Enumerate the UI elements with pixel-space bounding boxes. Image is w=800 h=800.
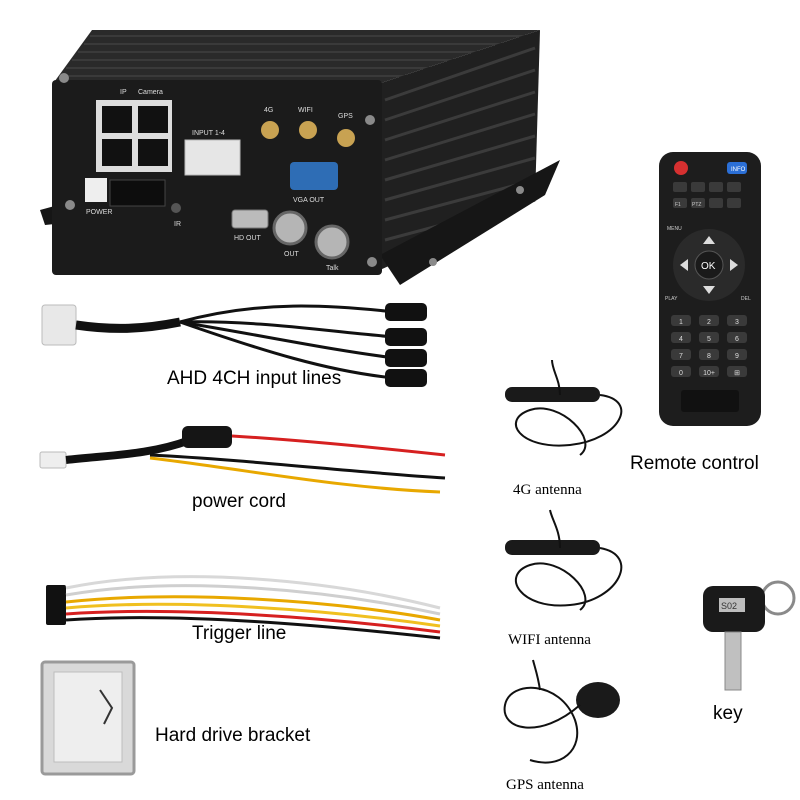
camera-port (138, 106, 168, 133)
antenna-4g (505, 387, 600, 402)
key-tag (719, 598, 745, 612)
key-ring (760, 580, 796, 616)
talk-aviation-port (314, 224, 350, 260)
antenna-wifi-connector (299, 121, 317, 139)
trigger-connector (46, 585, 66, 625)
fuse-holder (182, 426, 232, 448)
f1-label: F1 (675, 202, 681, 208)
antenna-wifi (505, 540, 600, 555)
camera-port (102, 139, 132, 166)
camera-port (102, 106, 132, 133)
label-input: INPUT 1-4 (192, 130, 225, 137)
ok-label: OK (701, 261, 716, 272)
key-10plus: 10+ (703, 370, 715, 377)
menu-label: MENU (667, 226, 682, 232)
arrow-right-icon (730, 259, 738, 271)
ahd-plug (385, 349, 427, 367)
key-1: 1 (679, 319, 683, 326)
arrow-left-icon (680, 259, 688, 271)
dvr-flange-right (380, 160, 560, 285)
ir-port (171, 203, 181, 213)
caption-key: key (713, 703, 743, 724)
ahd-plug (385, 369, 427, 387)
key-shaft (724, 631, 742, 691)
label-ir: IR (174, 221, 181, 228)
label-4g: 4G (264, 107, 273, 114)
caption-4g-antenna: 4G antenna (513, 482, 582, 498)
ok-button (694, 250, 724, 280)
caption-wifi-antenna: WIFI antenna (508, 632, 591, 648)
key-2: 2 (707, 319, 711, 326)
screw-icon (516, 186, 524, 194)
camera-port (138, 139, 168, 166)
caption-ahd-input-lines: AHD 4CH input lines (167, 368, 342, 389)
label-wifi: WIFI (298, 107, 313, 114)
remote-control: INFO F1 PTZ MENU OK PLAY DEL 1 2 3 4 5 6… (659, 152, 761, 426)
screw-icon (59, 73, 69, 83)
key-5: 5 (707, 336, 711, 343)
arrow-down-icon (703, 286, 715, 294)
caption-trigger-line: Trigger line (192, 623, 287, 644)
label-vga: VGA OUT (293, 197, 325, 204)
power-connector (85, 178, 107, 202)
label-hd-out: HD OUT (234, 235, 262, 242)
input-connector (184, 139, 241, 176)
label-out: OUT (284, 251, 300, 258)
screw-icon (367, 257, 377, 267)
antenna-gps-connector (337, 129, 355, 147)
label-gps: GPS (338, 113, 353, 120)
key-3: 3 (735, 319, 739, 326)
caption-hard-drive-bracket: Hard drive bracket (155, 725, 311, 746)
play-label: PLAY (665, 296, 678, 302)
ahd-plug (385, 303, 427, 321)
key-0: 0 (679, 370, 683, 377)
antenna-4g-connector (261, 121, 279, 139)
label-camera: Camera (138, 89, 163, 96)
key-tag-label: S02 (721, 601, 737, 611)
label-power: POWER (86, 209, 112, 216)
caption-gps-antenna: GPS antenna (506, 777, 584, 793)
ahd-plug (385, 328, 427, 346)
remote-bottom-panel (681, 390, 739, 412)
screw-icon (429, 258, 437, 266)
label-talk: Talk (326, 265, 339, 272)
screw-icon (365, 115, 375, 125)
screw-icon (65, 200, 75, 210)
label-ip: IP (120, 89, 127, 96)
arrow-up-icon (703, 236, 715, 244)
del-label: DEL (741, 296, 751, 302)
caption-power-cord: power cord (192, 491, 286, 512)
hdmi-port (231, 209, 269, 229)
info-button (727, 162, 747, 174)
info-label: INFO (731, 167, 746, 173)
key-6: 6 (735, 336, 739, 343)
vga-port (290, 162, 338, 190)
key-4: 4 (679, 336, 683, 343)
key-grid: ⊞ (734, 370, 740, 377)
caption-remote-control: Remote control (630, 453, 759, 474)
key-9: 9 (735, 353, 739, 360)
antenna-gps (576, 682, 620, 718)
power-button-icon (674, 161, 688, 175)
io-connector (109, 179, 166, 207)
key-7: 7 (679, 353, 683, 360)
key-8: 8 (707, 353, 711, 360)
ptz-label: PTZ (692, 202, 701, 208)
key: S02 (703, 580, 796, 691)
out-aviation-port (272, 210, 308, 246)
